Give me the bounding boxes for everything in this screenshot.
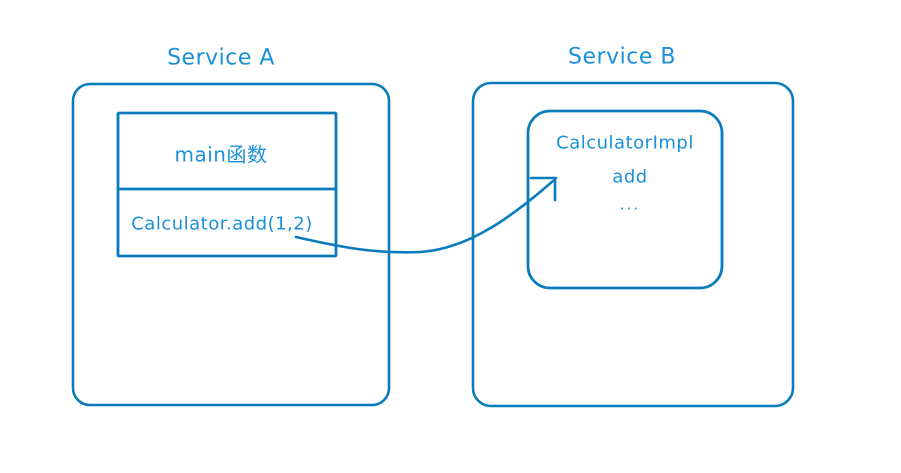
calculator-impl-method-name: add bbox=[612, 166, 648, 188]
rpc-call-arrow-path bbox=[294, 179, 555, 254]
service-a-table[interactable] bbox=[116, 111, 338, 258]
calculator-impl-more-members: ··· bbox=[619, 200, 641, 218]
service-a-label: Service A bbox=[167, 45, 275, 71]
rpc-call-arrowhead bbox=[529, 176, 558, 202]
service-b-container[interactable] bbox=[471, 81, 795, 408]
calculator-impl-box[interactable] bbox=[526, 109, 724, 290]
table-row-call-expression-text: Calculator.add(1,2) bbox=[131, 213, 313, 235]
table-row-main-function-text: main函数 bbox=[174, 142, 268, 167]
calculator-impl-class-name: CalculatorImpl bbox=[556, 132, 694, 154]
service-b-label: Service B bbox=[568, 44, 676, 70]
service-a-container[interactable] bbox=[71, 82, 391, 407]
